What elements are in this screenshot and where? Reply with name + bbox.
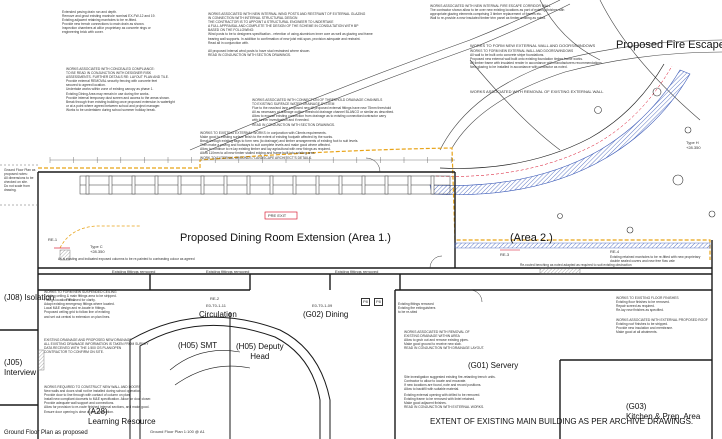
smt-label: (H05) SMT [178, 341, 218, 350]
wind-post [430, 175, 435, 195]
wind-post [292, 175, 297, 195]
ground-floor-scale: Ground Floor Plan 1:100 @ A1 [150, 429, 205, 434]
wind-post [315, 175, 320, 195]
rotunda-rooms [129, 312, 331, 439]
note-floor-finishes: WORKS TO EXISTING FLOOR FINISHES Existin… [616, 296, 679, 313]
wind-post [384, 175, 389, 195]
circulation-label: Circulation [199, 310, 237, 319]
wind-post [338, 175, 343, 195]
roof-frame-strip [79, 175, 451, 195]
dining-extension-label: Proposed Dining Room Extension (Area 1.) [180, 232, 391, 244]
red-ref-3: RE-2 [210, 296, 220, 301]
note-suspended-ceiling: WORKS TO FORM NEW SUSPENDED CEILING Exis… [44, 290, 117, 319]
dining-label: (G02) Dining [303, 310, 349, 319]
red-label-2: WORKS ASSOCIATED WITH REMOVAL OF EXISTIN… [470, 89, 604, 94]
type-h-tag: Type H +28.350 [686, 140, 701, 150]
wind-post [177, 175, 182, 195]
note-drain-removal: WORKS ASSOCIATED WITH REMOVAL OF EXISTIN… [404, 330, 485, 351]
area2-note: Re-routed benching as noted adapted as r… [520, 263, 632, 267]
red-ref-2: RE-1 [66, 297, 76, 302]
hatched-column-1 [59, 249, 71, 261]
wind-posts [85, 175, 435, 195]
wind-post [108, 175, 113, 195]
circulation-code: E0-T0-1-11 [206, 303, 226, 308]
wind-post [361, 175, 366, 195]
wind-post [223, 175, 228, 195]
note-drainage-runs: Extended paving drain run and depth. Rem… [62, 10, 156, 35]
p8-tag: P8 [361, 298, 370, 306]
wind-post [269, 175, 274, 195]
note-drainage-survey: EXISTING DRAINAGE AND PROPOSED NEW DRAIN… [44, 338, 149, 355]
hatched-column-3 [37, 349, 45, 371]
note-site-investigation: Site investigation suggested existing fi… [404, 375, 496, 392]
tree-circles [557, 87, 716, 234]
note-fire-escape-wall: WORKS ASSOCIATED WITH NEW INTERNAL FIRE … [430, 4, 565, 21]
note-concealed-compliance: WORKS ASSOCIATED WITH CONCEALED COMPLIAN… [66, 67, 175, 112]
note-roof: WORKS ASSOCIATED WITH EXTERNAL PROPOSED … [616, 318, 708, 335]
deputy-head-label: (H05) Deputy Head [236, 342, 284, 361]
extent-note: EXTENT OF EXISTING MAIN BUILDING AS PER … [430, 417, 694, 426]
fittings-removed-1: Existing fittings removed [112, 269, 156, 274]
red-ref-5: RE-4 [610, 249, 620, 254]
dining-code: E0-T0-1-09 [312, 303, 333, 308]
servery-label: (G01) Servery [468, 361, 519, 370]
red-markers [54, 211, 520, 251]
fire-exit-label: PRE EXIT [268, 212, 287, 218]
area2-label: (Area 2.) [510, 232, 553, 244]
fire-escape-red-line [435, 65, 673, 177]
building-walls [0, 171, 713, 439]
fire-escape-outer-wall [439, 63, 665, 169]
dimension-ticks [49, 157, 452, 163]
note-threshold-drainage: WORKS ASSOCIATED WITH CONNECTION OF THRE… [252, 98, 395, 127]
p8-tag-2: P8 [374, 298, 383, 306]
note-new-wall-doors: WORKS REQUIRED TO CONSTRUCT NEW WALL AND… [44, 385, 152, 414]
fittings-removed-2: Existing fittings removed [206, 269, 250, 274]
red-ref-1: RE-1 [48, 237, 58, 242]
isolation-label: (J08) Isolation [4, 293, 55, 302]
red-label-1: WORKS TO FORM NEW EXTERNAL WALL AND DOOR… [470, 43, 596, 48]
manhole-note: Existing retained manholes to be re-fitt… [610, 255, 701, 264]
wind-post [131, 175, 136, 195]
door-swings [365, 157, 483, 303]
note-external-works: WORKS TO EXISTING EXTERNAL WORKS: in con… [200, 131, 359, 160]
interview-label: (J05) Interview [4, 358, 37, 377]
wind-post [200, 175, 205, 195]
learning-resource-label: (A28) Learning Resource [88, 407, 156, 426]
wind-post [407, 175, 412, 195]
wind-post [246, 175, 251, 195]
fire-escape-label: Proposed Fire Escape Corrid [616, 39, 722, 51]
hatched-column-2 [539, 267, 581, 275]
type-c-tag: Type C +28.350 [90, 244, 105, 254]
area2-hatched-wall [454, 242, 711, 249]
extinguisher-note: Existing fittings removed Existing fire … [398, 302, 436, 315]
fire-escape-corridor-wall [429, 69, 691, 196]
note-new-external-wall: WORKS TO FORM NEW EXTERNAL WALL AND DOOR… [470, 49, 603, 70]
note-wind-posts: WORKS ASSOCIATED WITH NEW INTERNAL WIND … [208, 12, 373, 57]
red-ref-4: RE-3 [500, 252, 510, 257]
fittings-removed-3: Existing fittings removed [335, 269, 379, 274]
refurb-note: As is existing and indicated exposed col… [58, 257, 195, 261]
note-external-opening: Existing external opening with drilled t… [404, 393, 485, 410]
kitchen-label: (G03) Kitchen & Prep. Area [626, 402, 701, 421]
note-general: Ground Floor Plan as proposed notes: All… [4, 168, 36, 193]
wind-post [85, 175, 90, 195]
ground-floor-title: Ground Floor Plan as proposed [4, 430, 88, 436]
wind-post [154, 175, 159, 195]
site-arcs [189, 0, 722, 153]
extension-boundary [38, 147, 711, 260]
